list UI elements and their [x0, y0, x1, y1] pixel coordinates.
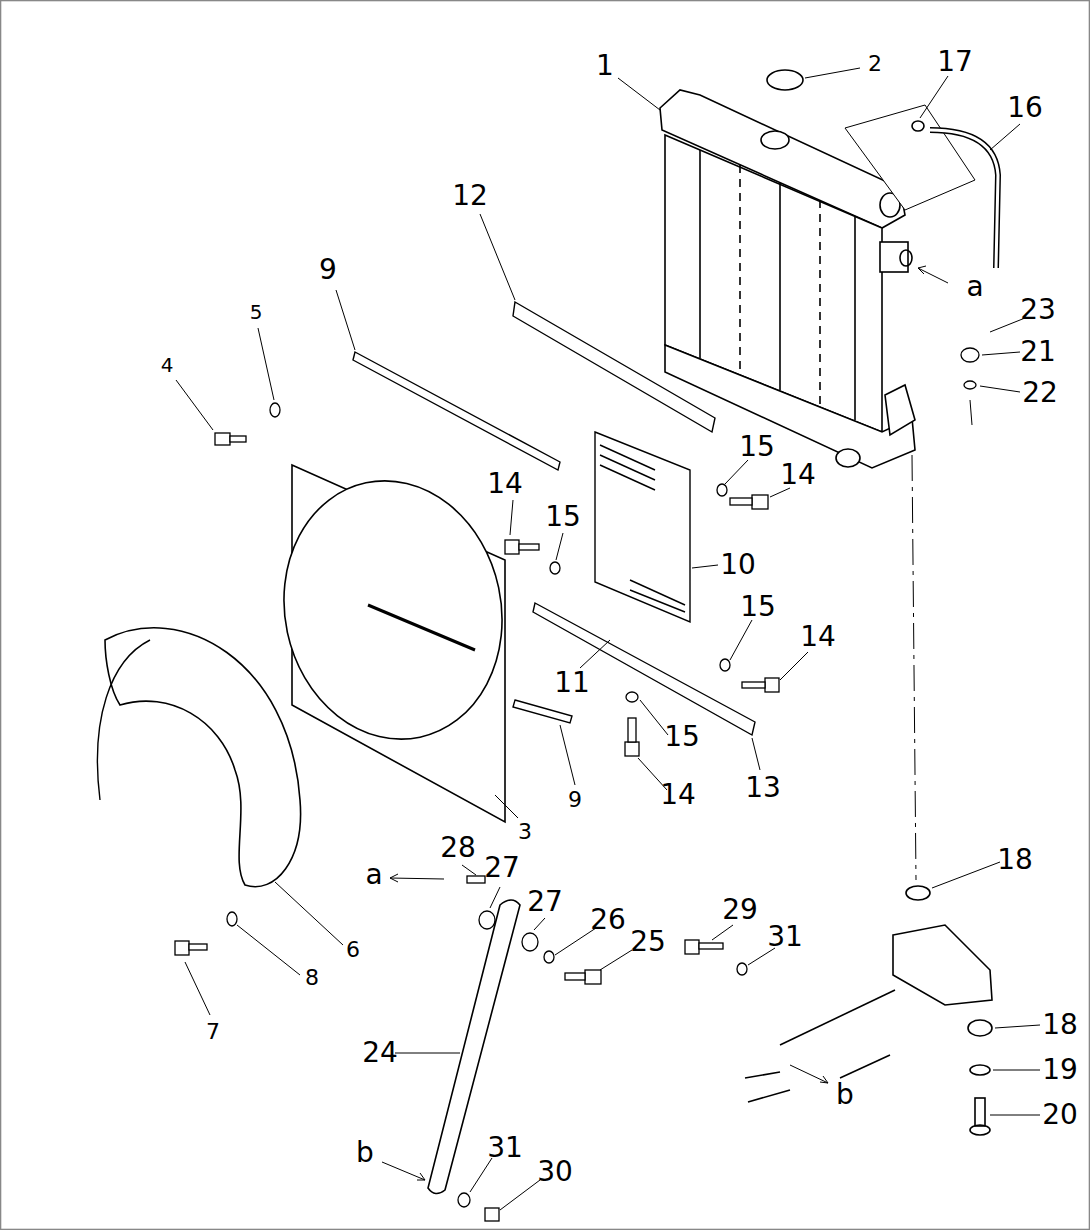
sheet [845, 105, 975, 210]
callout-number: 10 [718, 550, 758, 580]
callout-number: a [363, 860, 384, 890]
callout-number: 27 [482, 853, 522, 883]
callout-number: 24 [360, 1038, 400, 1068]
callout-number: 14 [485, 469, 525, 499]
fan-shroud [260, 460, 525, 822]
callout-number: 13 [743, 773, 783, 803]
leader-lines [176, 68, 1040, 1210]
callout-number: 7 [204, 1020, 222, 1044]
callout-number: 15 [543, 502, 583, 532]
callout-number: 15 [662, 722, 702, 752]
callout-number: 16 [1005, 93, 1045, 123]
callout-number: 14 [798, 622, 838, 652]
callout-number: 28 [438, 833, 478, 863]
callout-number: 18 [995, 845, 1035, 875]
callout-number: 14 [778, 460, 818, 490]
callout-number: 31 [765, 922, 805, 952]
callout-number: 5 [248, 301, 265, 323]
callout-number: b [834, 1080, 856, 1110]
callout-number: 9 [317, 255, 339, 285]
hardware [175, 348, 979, 1221]
callout-number: 17 [935, 47, 975, 77]
callout-number: 8 [303, 966, 321, 990]
callout-number: 23 [1018, 295, 1058, 325]
callout-number: b [354, 1138, 376, 1168]
callout-number: 9 [566, 788, 584, 812]
callout-number: 15 [737, 432, 777, 462]
callout-number: 3 [516, 820, 534, 844]
callout-number: 27 [525, 887, 565, 917]
callout-number: 22 [1020, 378, 1060, 408]
callout-number: 18 [1040, 1010, 1080, 1040]
callout-number: 2 [866, 52, 884, 76]
bracket [745, 886, 992, 1135]
callout-number: 14 [658, 780, 698, 810]
callout-number: 12 [450, 181, 490, 211]
callout-number: 11 [552, 668, 592, 698]
cap [767, 70, 803, 90]
callout-number: 26 [588, 905, 628, 935]
callout-number: 19 [1040, 1055, 1080, 1085]
bars [353, 302, 755, 735]
callout-number: 1 [594, 51, 616, 81]
callout-number: 6 [344, 938, 362, 962]
callout-number: 20 [1040, 1100, 1080, 1130]
callout-number: 15 [738, 592, 778, 622]
callout-number: a [964, 272, 985, 302]
callout-number: 29 [720, 895, 760, 925]
callout-number: 21 [1018, 337, 1058, 367]
fan-guard [105, 628, 301, 887]
callout-number: 30 [535, 1157, 575, 1187]
callout-number: 4 [159, 354, 176, 376]
hose [930, 130, 998, 268]
callout-number: 31 [485, 1133, 525, 1163]
callout-number: 25 [628, 927, 668, 957]
